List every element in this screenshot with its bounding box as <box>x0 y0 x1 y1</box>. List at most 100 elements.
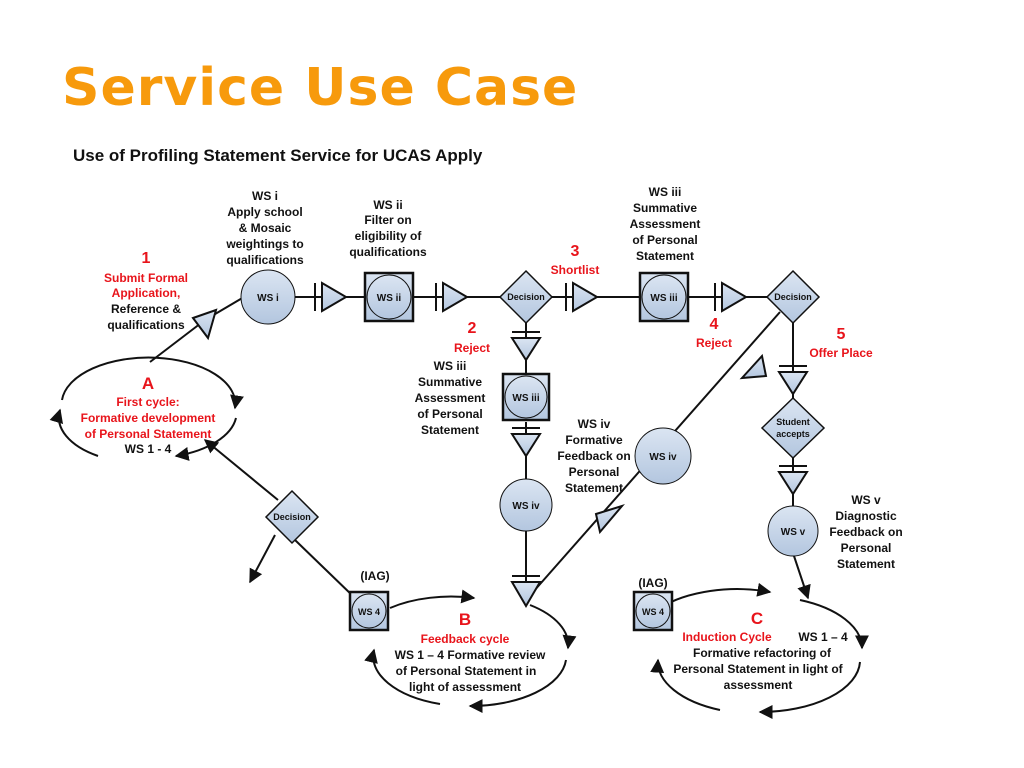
cycle-b-arc-bottom <box>468 659 567 714</box>
cycle-a-line2: Formative development <box>81 411 216 425</box>
ws-ii-caption-4: qualifications <box>349 245 427 259</box>
cycle-c-letter: C <box>751 609 763 628</box>
step-1-line1: Submit Formal <box>104 271 188 285</box>
ws-v-caption-2: Diagnostic <box>835 509 897 523</box>
page-title: Service Use Case <box>62 58 579 118</box>
cycle-c-line2: Formative refactoring of <box>693 646 832 660</box>
cycle-a-line3: of Personal Statement <box>85 427 212 441</box>
ws-iii-mid-caption-3: Assessment <box>415 391 486 405</box>
ws-iii-mid-node-label: WS iii <box>512 393 539 404</box>
ws-iii-mid-caption-1: WS iii <box>434 359 467 373</box>
cycle-a-arc-right <box>174 417 237 461</box>
step-5-label: Offer Place <box>809 346 873 360</box>
cycle-b-line3: of Personal Statement in <box>396 664 537 678</box>
cycle-a-letter: A <box>142 374 154 393</box>
ws-ii-node-label: WS ii <box>377 293 402 304</box>
step-1-line4: qualifications <box>107 318 185 332</box>
step-2-number: 2 <box>468 320 477 337</box>
cycle-b-letter: B <box>459 610 471 629</box>
step-1-line3: Reference & <box>111 302 181 316</box>
ws-v-node-label: WS v <box>781 527 806 538</box>
ws-iv-right-caption-5: Statement <box>565 481 623 495</box>
ws-v-caption-4: Personal <box>841 541 892 555</box>
cycle-c-line3: Personal Statement in light of <box>673 662 843 676</box>
cycle-b-line4: light of assessment <box>409 680 521 694</box>
cycle-b-arc-top <box>389 589 476 609</box>
edge-ws4-decision <box>294 539 356 599</box>
ws-v-caption-5: Statement <box>837 557 895 571</box>
ws-ii-caption-1: WS ii <box>373 198 402 212</box>
ws4-right-node-label: WS 4 <box>642 607 664 617</box>
cycle-c-line1a: Induction Cycle <box>682 630 772 644</box>
decision-2-label: Decision <box>774 292 812 302</box>
edge-decision-out <box>249 534 276 584</box>
ws-v-node <box>767 505 819 557</box>
step-5-number: 5 <box>837 326 846 343</box>
flow-triangle <box>739 353 768 380</box>
ws4-right-node <box>635 593 671 629</box>
cycle-b-arc-right <box>529 604 577 650</box>
step-4-label: Reject <box>696 336 732 350</box>
cycle-c-arc-right <box>799 599 869 650</box>
ws-iii-mid-caption-4: of Personal <box>417 407 482 421</box>
flow-triangle <box>191 308 218 341</box>
ws-i-caption-5: qualifications <box>226 253 304 267</box>
ws-iii-top-node-label: WS iii <box>650 293 677 304</box>
cycle-a-arc-top <box>61 356 244 410</box>
cycle-a-line1: First cycle: <box>116 395 179 409</box>
ws-iii-top-caption-4: of Personal <box>632 233 697 247</box>
ws-iii-mid-caption-5: Statement <box>421 423 479 437</box>
ws-i-node <box>240 269 296 325</box>
step-1-number: 1 <box>142 250 151 267</box>
flow-triangle <box>510 433 542 458</box>
ws-iv-right-caption-3: Feedback on <box>557 449 630 463</box>
ws-iv-mid-node-label: WS iv <box>512 501 540 512</box>
ws-iii-top-node <box>641 274 687 320</box>
flow-triangle <box>594 504 625 535</box>
ws-ii-node <box>366 274 412 320</box>
cycle-a-line4: WS 1 - 4 <box>125 442 172 456</box>
ws-iv-right-caption-4: Personal <box>569 465 620 479</box>
ws-v-caption-1: WS v <box>851 493 881 507</box>
step-3-number: 3 <box>571 243 580 260</box>
ws-ii-caption-3: eligibility of <box>355 229 423 243</box>
ws4-left-node-label: WS 4 <box>358 607 380 617</box>
flow-triangle <box>321 281 348 313</box>
ws-i-caption-3: & Mosaic <box>239 221 292 235</box>
decision-diamond-2 <box>765 269 821 325</box>
edge-decision-a <box>203 439 279 501</box>
flow-triangle <box>777 471 809 496</box>
ws-iii-top-caption-3: Assessment <box>630 217 701 231</box>
ws-iv-right-node <box>634 427 692 485</box>
edge-wsv-c <box>792 552 811 600</box>
student-accepts-label-2: accepts <box>776 429 810 439</box>
cycle-b-arc-left <box>364 648 441 705</box>
ws-iii-mid-caption-2: Summative <box>418 375 482 389</box>
ws-i-node-label: WS i <box>257 293 279 304</box>
decision-1-label: Decision <box>507 292 545 302</box>
decision-3-label: Decision <box>273 512 311 522</box>
flow-triangle <box>721 281 748 313</box>
step-2-label: Reject <box>454 341 490 355</box>
cycle-c-line4: assessment <box>724 678 793 692</box>
cycle-a-arc-left <box>49 408 99 457</box>
ws-ii-caption-2: Filter on <box>364 213 411 227</box>
flow-triangle <box>510 337 542 362</box>
ws-iii-top-caption-2: Summative <box>633 201 697 215</box>
ws-i-caption-1: WS i <box>252 189 278 203</box>
cycle-c-arc-bottom <box>758 661 861 719</box>
ws-iii-top-caption-5: Statement <box>636 249 694 263</box>
ws-iii-mid-node <box>504 375 548 419</box>
ws-i-caption-4: weightings to <box>225 237 303 251</box>
ws-iv-right-caption-2: Formative <box>565 433 623 447</box>
ws4-left-node <box>351 593 387 629</box>
ws-iii-top-caption-1: WS iii <box>649 185 682 199</box>
edge-a-to-wsi <box>149 319 206 363</box>
student-accepts-label-1: Student <box>776 417 810 427</box>
ws-iv-mid-node <box>499 478 553 532</box>
ws-v-caption-3: Feedback on <box>829 525 902 539</box>
student-accepts-diamond <box>760 396 826 460</box>
decision-diamond-1 <box>498 269 554 325</box>
ws-i-caption-2: Apply school <box>227 205 302 219</box>
